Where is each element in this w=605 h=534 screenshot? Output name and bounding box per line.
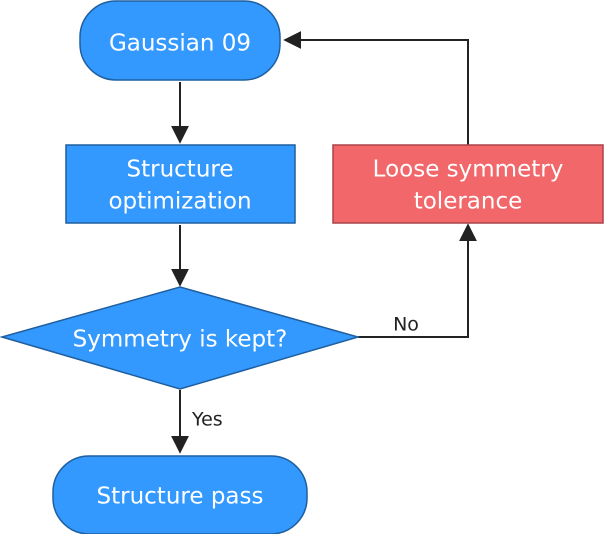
- node-optimize-shape: [65, 144, 296, 224]
- node-optimize-label-line1: Structure: [127, 157, 234, 183]
- edge-decision-to-loosen: [358, 223, 477, 338]
- node-end-shape: [52, 455, 308, 534]
- node-decision-shape: [0, 286, 361, 390]
- node-optimize: Structure optimization: [65, 144, 296, 224]
- node-loosen-label-line1: Loose symmetry: [373, 157, 564, 183]
- node-decision-label: Symmetry is kept?: [73, 327, 288, 353]
- node-start: Gaussian 09: [79, 0, 281, 81]
- node-end: Structure pass: [52, 455, 308, 534]
- connectors: [171, 31, 477, 454]
- edge-label-yes: Yes: [191, 409, 223, 431]
- node-loosen-label-line2: tolerance: [414, 189, 523, 215]
- node-loosen: Loose symmetry tolerance: [332, 144, 604, 224]
- node-loosen-shape: [332, 144, 604, 224]
- edge-label-no: No: [393, 314, 419, 336]
- node-start-label: Gaussian 09: [109, 31, 251, 57]
- node-decision: Symmetry is kept?: [0, 286, 361, 390]
- node-end-label: Structure pass: [97, 484, 264, 510]
- edge-loosen-to-start: [283, 31, 469, 145]
- node-optimize-label-line2: optimization: [108, 189, 251, 215]
- node-start-shape: [79, 0, 281, 81]
